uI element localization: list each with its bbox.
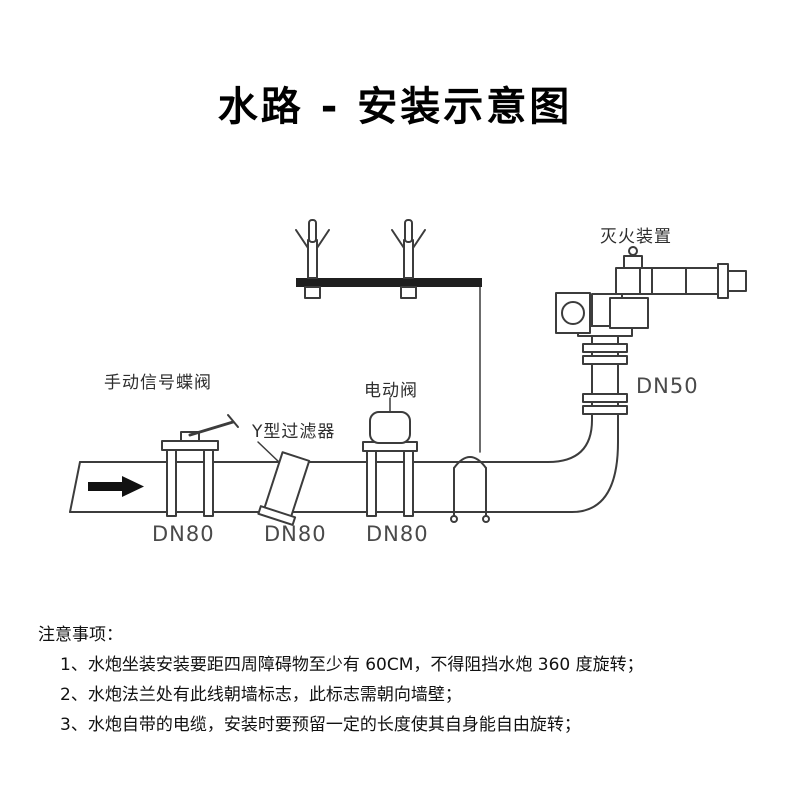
label-electric-valve: 电动阀 [364, 381, 418, 401]
pipe-hanger [450, 286, 490, 523]
anchor-bolt-left [295, 219, 330, 299]
note-item-1: 1、水炮坐装安装要距四周障碍物至少有 60CM，不得阻挡水炮 360 度旋转； [60, 655, 644, 675]
flow-arrow [88, 476, 144, 497]
butterfly-valve [161, 414, 239, 517]
label-dn80-mid: DN80 [264, 522, 327, 546]
label-manual-butterfly-valve: 手动信号蝶阀 [104, 373, 212, 393]
riser-pipe [547, 335, 619, 513]
note-item-3: 3、水炮自带的电缆，安装时要预留一定的长度使其自身能自由旋转； [60, 715, 581, 735]
electric-valve [362, 397, 418, 517]
label-fire-device: 灭火装置 [600, 227, 672, 247]
water-cannon [555, 246, 747, 337]
main-pipe [69, 461, 573, 513]
notes-section: 注意事项： 1、水炮坐装安装要距四周障碍物至少有 60CM，不得阻挡水炮 360… [38, 620, 644, 740]
label-dn80-left: DN80 [152, 522, 215, 546]
label-dn50: DN50 [636, 374, 699, 398]
riser-flanges [582, 343, 628, 415]
ceiling-bar [296, 278, 482, 287]
anchor-bolt-right [391, 219, 426, 299]
label-y-filter: Y型过滤器 [252, 422, 336, 442]
notes-heading: 注意事项： [38, 625, 123, 645]
label-dn80-right: DN80 [366, 522, 429, 546]
y-filter [257, 441, 311, 526]
note-item-2: 2、水炮法兰处有此线朝墙标志，此标志需朝向墙壁； [60, 685, 462, 705]
page-title: 水路 - 安装示意图 [217, 84, 573, 130]
